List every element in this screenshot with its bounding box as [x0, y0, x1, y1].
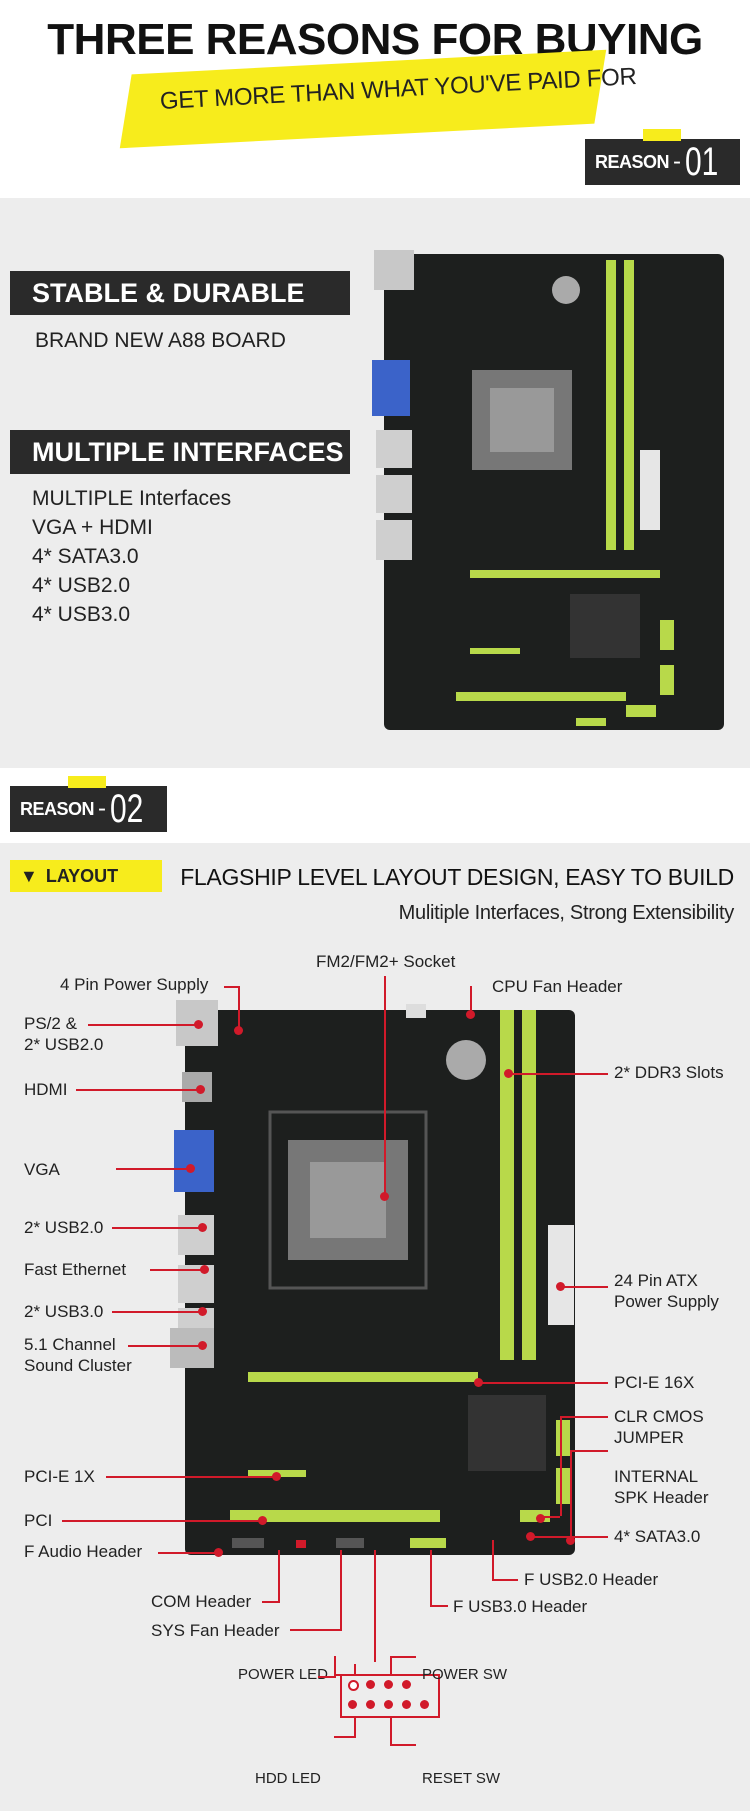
banner-stable-durable: STABLE & DURABLE	[10, 271, 350, 315]
reason-dash: -	[98, 795, 107, 822]
label-f-usb3: F USB3.0 Header	[453, 1597, 588, 1616]
label-pcie1: PCI-E 1X	[24, 1467, 95, 1486]
feature-item: 4* USB3.0	[32, 603, 131, 626]
label-line: PS/2 &	[24, 1014, 77, 1033]
board-model-text: BRAND NEW A88 BOARD	[35, 329, 286, 352]
feature-item: MULTIPLE Interfaces	[32, 487, 232, 510]
label-line: Sound Cluster	[24, 1356, 132, 1375]
reason-number: 01	[685, 139, 719, 184]
feature-item: 4* USB2.0	[32, 574, 131, 597]
label-line: SPK Header	[614, 1488, 709, 1507]
label-sata: 4* SATA3.0	[614, 1527, 701, 1546]
label-ddr3: 2* DDR3 Slots	[614, 1063, 724, 1082]
label-power-sw: POWER SW	[422, 1666, 507, 1683]
label-f-usb2: F USB2.0 Header	[524, 1570, 659, 1589]
layout-tag: ▼ LAYOUT	[10, 860, 162, 892]
label-ps2: PS/2 & 2* USB2.0	[24, 1013, 103, 1055]
reason-word: REASON	[595, 151, 670, 172]
label-line: 24 Pin ATX	[614, 1271, 698, 1290]
triangle-down-icon: ▼	[20, 865, 38, 886]
label-line: Power Supply	[614, 1292, 719, 1311]
label-usb2: 2* USB2.0	[24, 1218, 104, 1237]
label-com: COM Header	[151, 1592, 252, 1611]
reason-word: REASON	[20, 798, 95, 819]
label-f-audio: F Audio Header	[24, 1542, 143, 1561]
label-line: INTERNAL	[614, 1467, 699, 1486]
label-sys-fan: SYS Fan Header	[151, 1621, 280, 1640]
layout-subtitle: Mulitiple Interfaces, Strong Extensibili…	[398, 902, 735, 924]
feature-item: VGA + HDMI	[32, 516, 153, 539]
reason-dash: -	[673, 148, 682, 175]
feature-item: 4* SATA3.0	[32, 545, 139, 568]
label-hdd-led: HDD LED	[255, 1770, 321, 1787]
label-atx: 24 Pin ATX Power Supply	[614, 1270, 719, 1312]
label-line: 5.1 Channel	[24, 1335, 116, 1354]
layout-tag-label: LAYOUT	[45, 865, 119, 886]
layout-title: FLAGSHIP LEVEL LAYOUT DESIGN, EASY TO BU…	[180, 864, 734, 890]
label-sound: 5.1 Channel Sound Cluster	[24, 1334, 132, 1376]
label-reset-sw: RESET SW	[422, 1770, 501, 1787]
label-hdmi: HDMI	[24, 1080, 68, 1099]
label-cpu-fan: CPU Fan Header	[492, 977, 623, 996]
label-power-led: POWER LED	[238, 1666, 329, 1683]
feature-list: MULTIPLE Interfaces VGA + HDMI 4* SATA3.…	[32, 484, 231, 629]
motherboard-image-top	[372, 250, 724, 730]
label-4pin-power: 4 Pin Power Supply	[60, 975, 209, 994]
label-pcie16: PCI-E 16X	[614, 1373, 695, 1392]
motherboard-image-layout	[170, 1000, 575, 1555]
page-title: THREE REASONS FOR BUYING	[47, 15, 703, 64]
label-vga: VGA	[24, 1160, 60, 1179]
label-clr-cmos: CLR CMOS JUMPER	[614, 1406, 704, 1448]
label-ethernet: Fast Ethernet	[24, 1260, 127, 1279]
reason-number: 02	[110, 786, 144, 831]
label-line: 2* USB2.0	[24, 1035, 104, 1054]
label-usb3: 2* USB3.0	[24, 1302, 104, 1321]
banner-multiple-interfaces: MULTIPLE INTERFACES	[10, 430, 350, 474]
badge-tick	[643, 129, 681, 141]
label-socket: FM2/FM2+ Socket	[316, 952, 456, 971]
badge-tick	[68, 776, 106, 788]
label-line: CLR CMOS	[614, 1407, 704, 1426]
label-spk: INTERNAL SPK Header	[614, 1466, 709, 1508]
reason-02-badge: REASON - 02	[10, 776, 167, 832]
label-pci: PCI	[24, 1511, 53, 1530]
label-line: JUMPER	[614, 1428, 684, 1447]
reason-01-badge: REASON - 01	[585, 129, 740, 185]
